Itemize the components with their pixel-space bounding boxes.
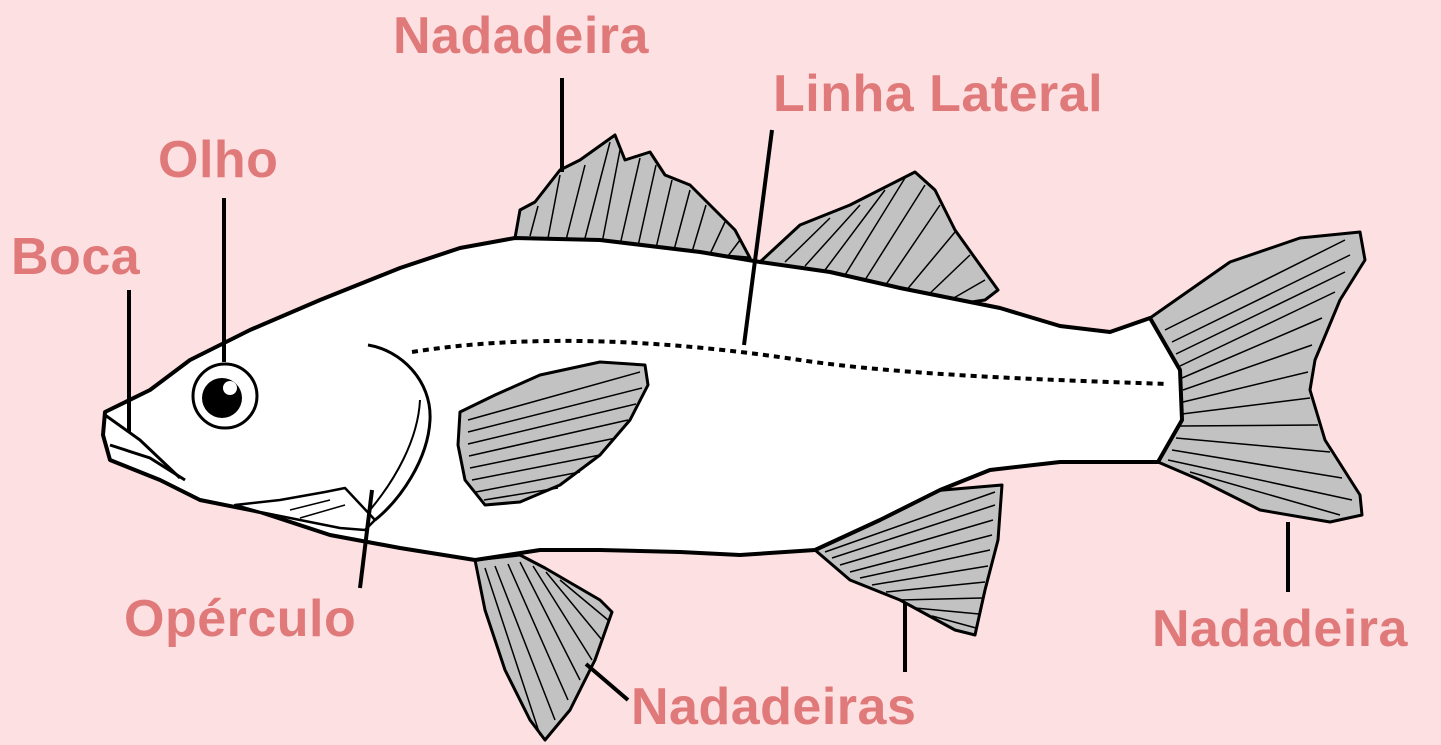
label-olho: Olho xyxy=(158,134,278,186)
leader-nadadeiras-pelvic xyxy=(586,664,628,700)
label-operculo: Opérculo xyxy=(124,593,356,645)
eye xyxy=(193,364,257,428)
pelvic-fin xyxy=(475,555,612,740)
label-nadadeiras: Nadadeiras xyxy=(631,681,916,733)
label-nadadeira-dorsal: Nadadeira xyxy=(393,10,649,62)
label-nadadeira-caudal: Nadadeira xyxy=(1152,603,1408,655)
label-boca: Boca xyxy=(11,231,140,283)
label-linha-lateral: Linha Lateral xyxy=(773,68,1103,120)
